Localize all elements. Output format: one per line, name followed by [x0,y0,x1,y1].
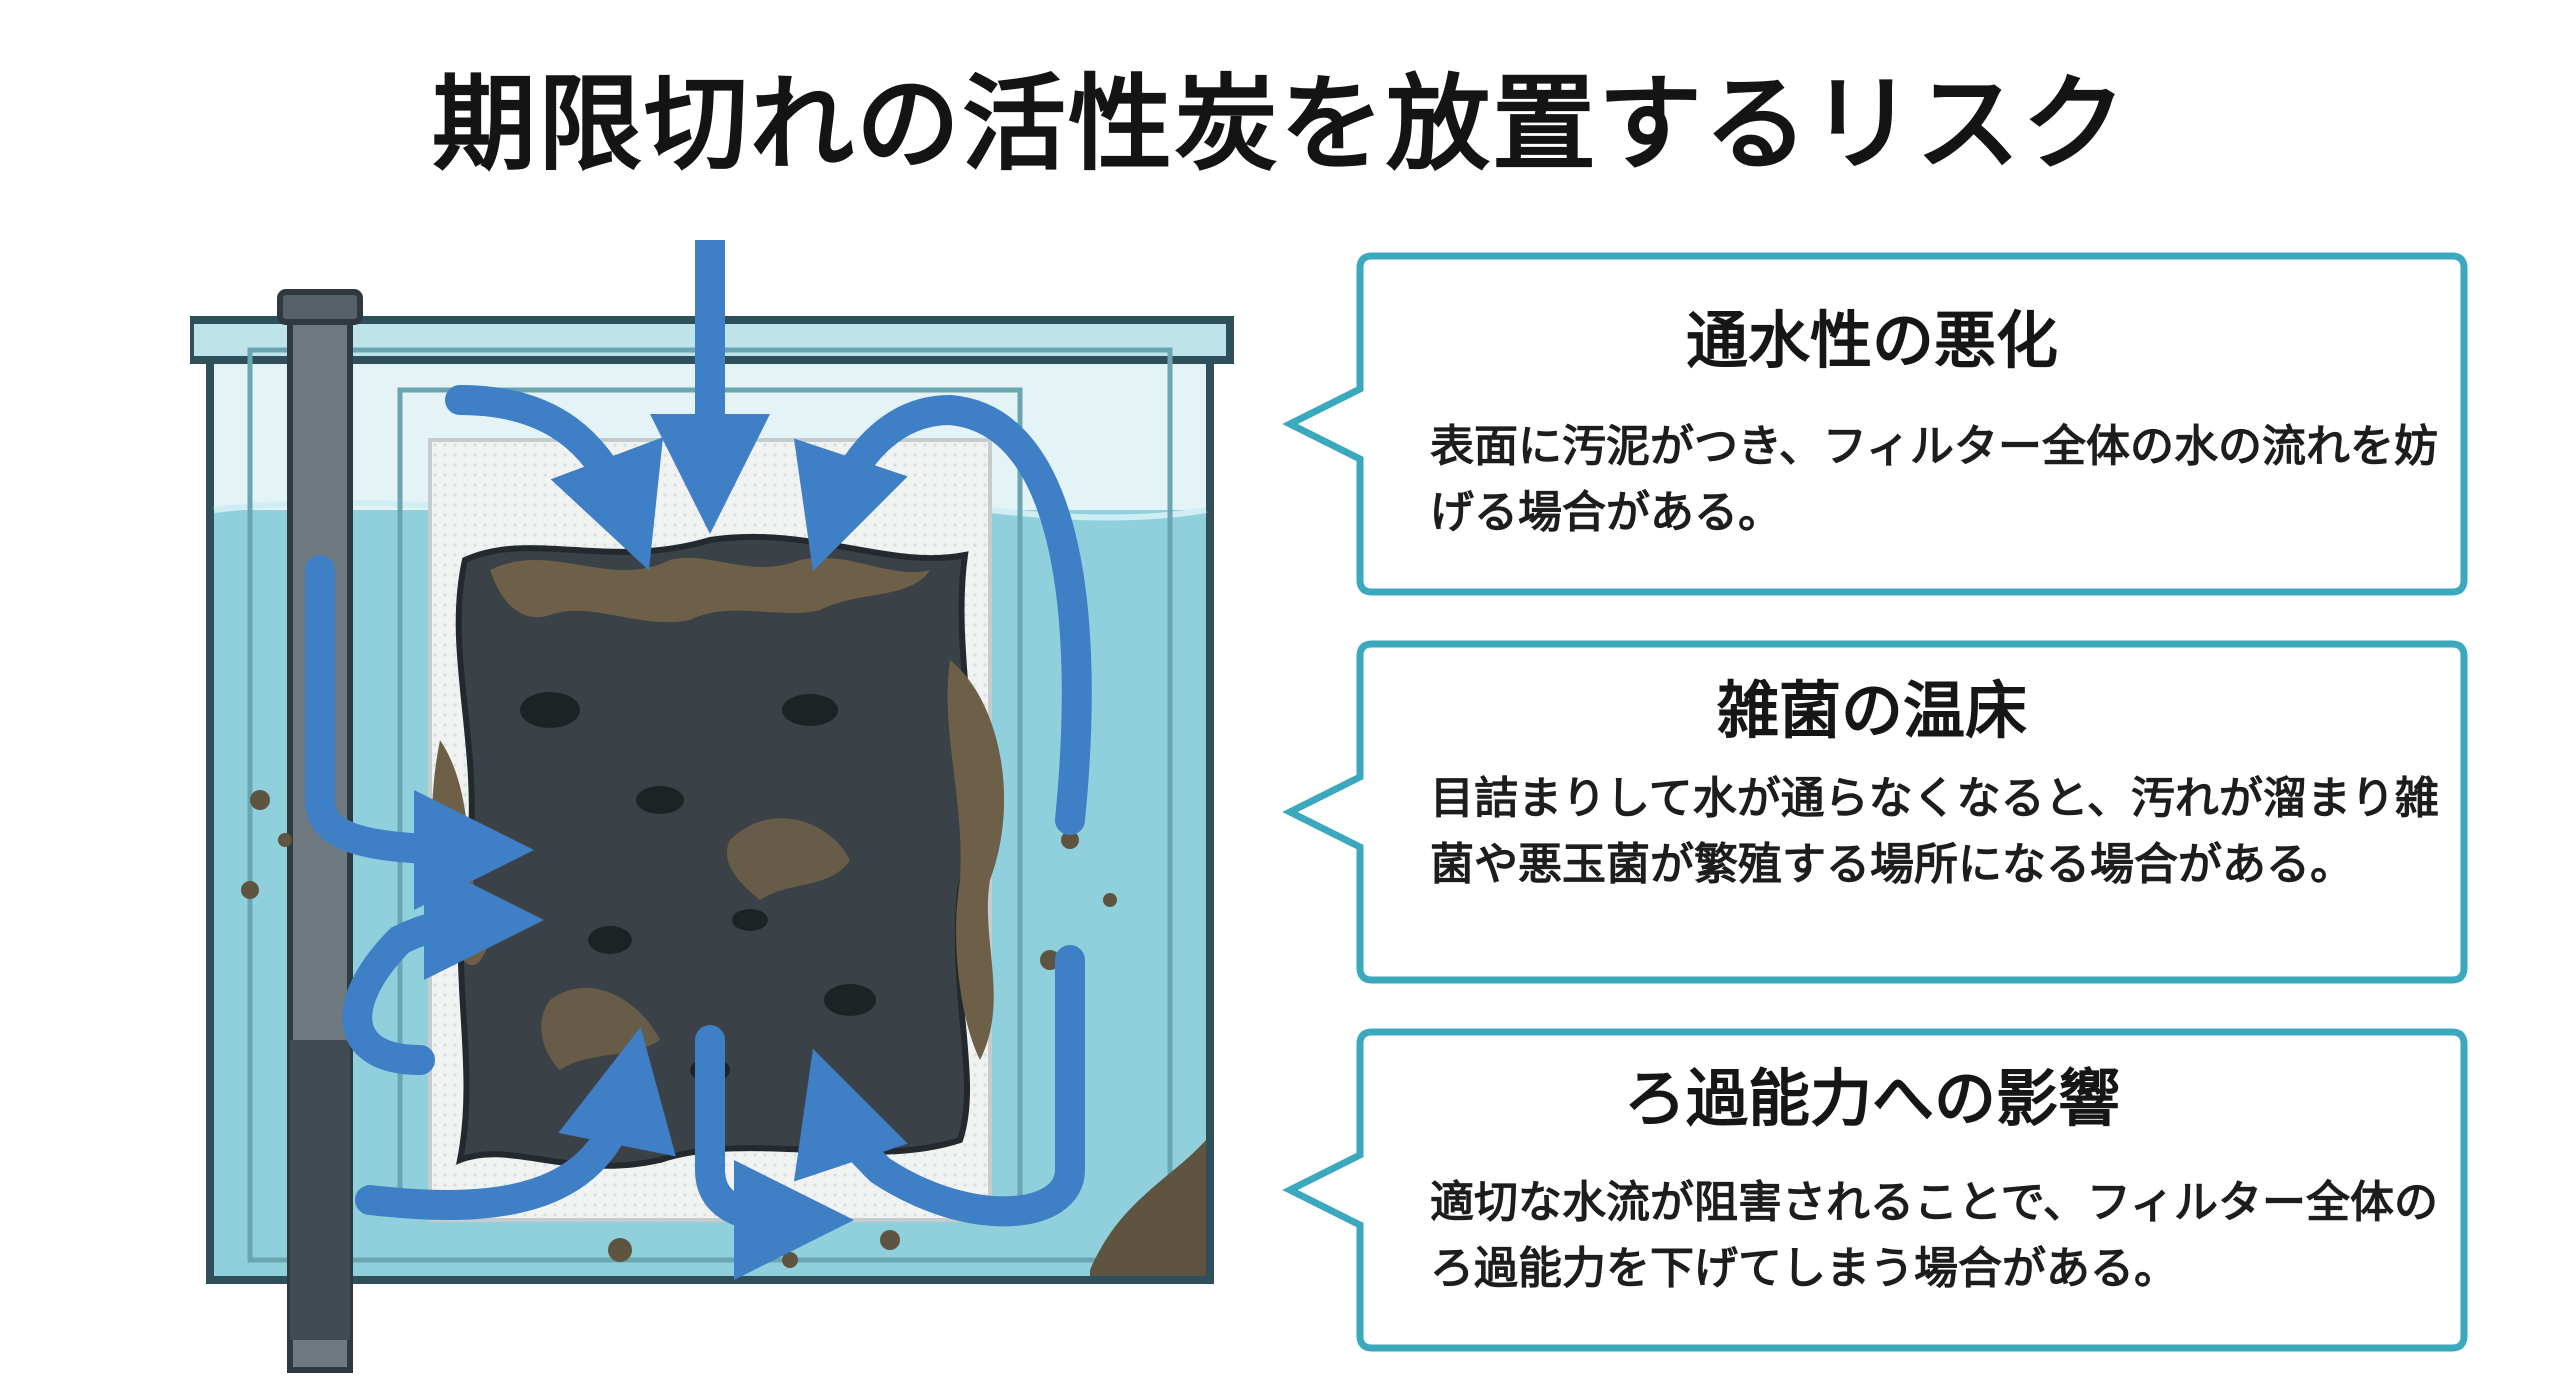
callout-heading: ろ過能力への影響 [1623,1062,2120,1135]
filter-tank-illustration [190,240,1234,1373]
callout-bubble [1282,640,2468,984]
water-flow-arrow-icon [305,240,1092,1280]
callout-heading: 通水性の悪化 [1685,304,2058,377]
callout-flow-deterioration: 通水性の悪化 表面に汚泥がつき、フィルター全体の水の流れを妨げる場合がある。 [1282,244,2472,604]
callout-body: 適切な水流が阻害されることで、フィルター全体のろ過能力を下げてしまう場合がある。 [1430,1177,2439,1294]
callout-heading: 雑菌の温床 [1716,674,2027,747]
callout-body: 表面に汚泥がつき、フィルター全体の水の流れを妨げる場合がある。 [1430,421,2439,538]
page-title: 期限切れの活性炭を放置するリスク [431,63,2128,185]
callout-bubble [1282,1028,2468,1352]
callout-bacteria-breeding: 雑菌の温床 目詰まりして水が通らなくなると、汚れが溜まり雑菌や悪玉菌が繁殖する場… [1282,632,2472,992]
callout-body: 目詰まりして水が通らなくなると、汚れが溜まり雑菌や悪玉菌が繁殖する場所になる場合… [1430,773,2439,890]
callout-filtration-impact: ろ過能力への影響 適切な水流が阻害されることで、フィルター全体のろ過能力を下げて… [1282,1020,2472,1360]
callout-bubble [1282,252,2468,596]
